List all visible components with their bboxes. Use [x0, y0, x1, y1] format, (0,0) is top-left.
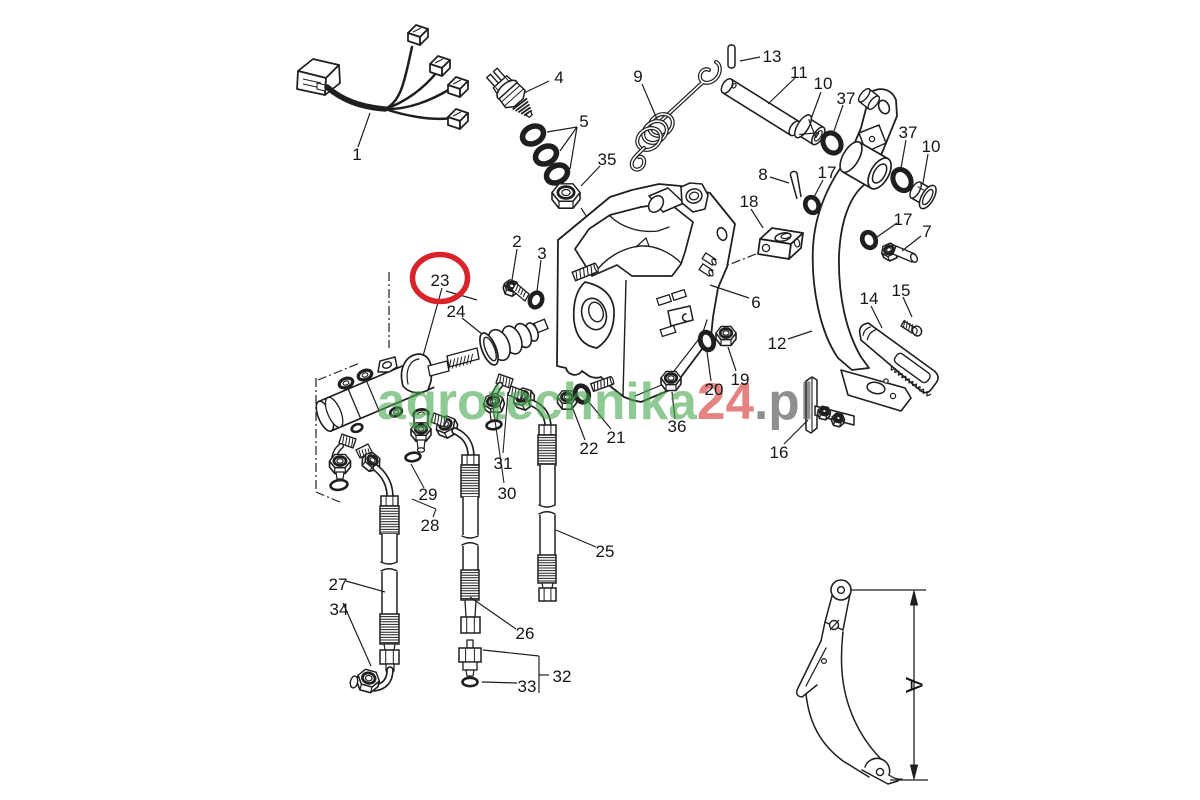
- svg-text:26: 26: [516, 624, 535, 643]
- svg-text:30: 30: [498, 484, 517, 503]
- svg-text:2: 2: [512, 232, 521, 251]
- svg-text:4: 4: [554, 68, 563, 87]
- svg-text:32: 32: [553, 667, 572, 686]
- svg-text:24: 24: [447, 302, 466, 321]
- svg-text:27: 27: [329, 575, 348, 594]
- svg-text:21: 21: [607, 428, 626, 447]
- svg-text:34: 34: [330, 600, 349, 619]
- svg-text:1: 1: [352, 145, 361, 164]
- svg-text:14: 14: [860, 289, 879, 308]
- svg-text:31: 31: [494, 454, 513, 473]
- svg-text:10: 10: [814, 74, 833, 93]
- svg-text:36: 36: [668, 417, 687, 436]
- svg-text:35: 35: [598, 150, 617, 169]
- svg-text:37: 37: [837, 89, 856, 108]
- svg-text:6: 6: [751, 293, 760, 312]
- svg-text:12: 12: [768, 334, 787, 353]
- svg-text:3: 3: [537, 244, 546, 263]
- svg-text:18: 18: [740, 192, 759, 211]
- svg-text:29: 29: [419, 485, 438, 504]
- svg-text:25: 25: [596, 542, 615, 561]
- svg-text:16: 16: [770, 443, 789, 462]
- svg-text:19: 19: [731, 370, 750, 389]
- svg-text:5: 5: [579, 112, 588, 131]
- svg-text:A: A: [900, 677, 927, 693]
- svg-text:11: 11: [790, 63, 808, 82]
- svg-text:7: 7: [922, 222, 931, 241]
- svg-text:17: 17: [894, 210, 913, 229]
- svg-text:20: 20: [705, 380, 724, 399]
- svg-text:10: 10: [922, 137, 941, 156]
- svg-text:15: 15: [892, 281, 911, 300]
- svg-text:37: 37: [899, 123, 918, 142]
- svg-text:9: 9: [633, 67, 642, 86]
- svg-text:agrotechnika24.pl: agrotechnika24.pl: [377, 373, 814, 431]
- svg-text:13: 13: [763, 47, 782, 66]
- svg-text:33: 33: [518, 677, 537, 696]
- svg-text:22: 22: [580, 439, 599, 458]
- svg-text:28: 28: [421, 516, 440, 535]
- svg-text:8: 8: [758, 165, 767, 184]
- svg-text:17: 17: [818, 163, 837, 182]
- svg-text:23: 23: [431, 271, 450, 290]
